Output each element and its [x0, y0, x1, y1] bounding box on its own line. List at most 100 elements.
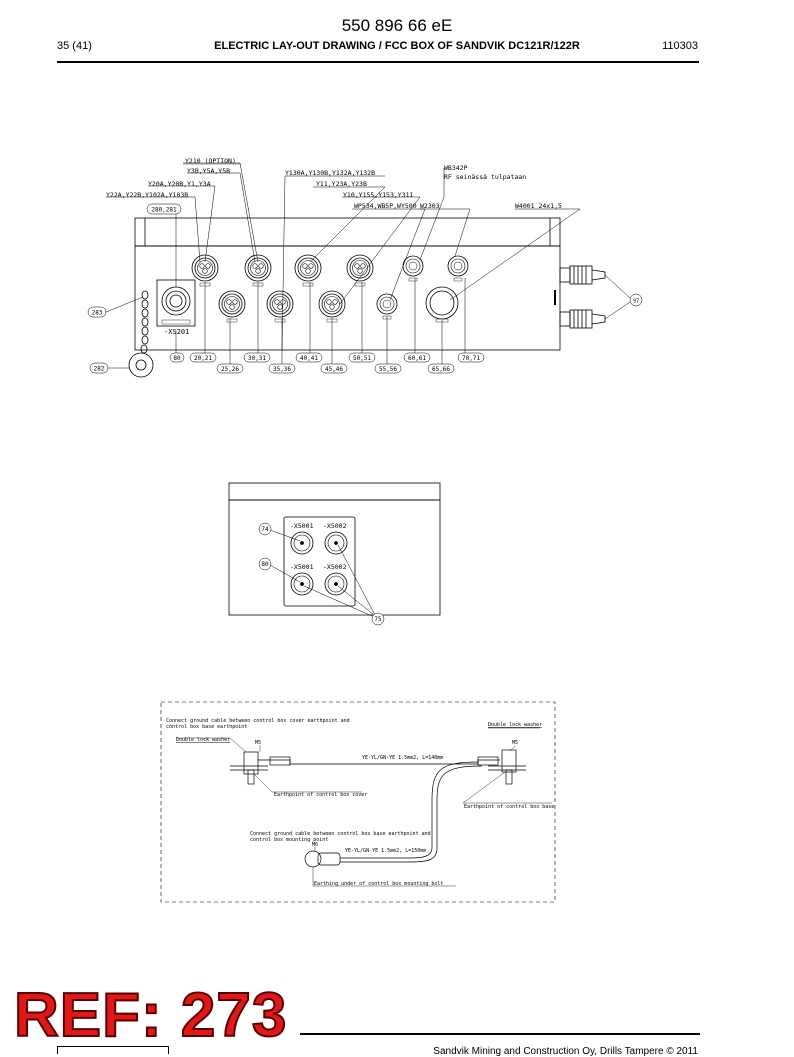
svg-text:75: 75: [374, 616, 382, 623]
label-y130a: Y130A,Y130B,Y132A,Y132B: [285, 169, 375, 177]
svg-text:74: 74: [261, 526, 269, 533]
side-connector-upper: [559, 265, 606, 285]
svg-text:80: 80: [261, 561, 269, 568]
gland-25: [218, 290, 246, 323]
label-x5001-lower: -X5001: [290, 563, 314, 571]
svg-text:45,46: 45,46: [325, 366, 343, 373]
document-number: 550 896 66 eE: [341, 16, 453, 35]
header-rule: [57, 61, 699, 63]
drawing1-callouts: 280,281 283 282 80 20,21 25,26 30,31 35,…: [87, 203, 643, 374]
gland-40: [294, 254, 322, 287]
label-wb342p: WB342P: [444, 164, 468, 172]
callout-75: 75: [371, 612, 385, 626]
fcc-box-bottom-drawing: [228, 482, 441, 617]
note-ground-cable-1-line2: control box base earthpoint: [166, 724, 247, 730]
svg-text:280,281: 280,281: [151, 207, 177, 214]
label-m5-right: M5: [512, 740, 518, 746]
callout-45: 45,46: [320, 363, 348, 374]
label-m6: M6: [312, 842, 318, 848]
svg-text:282: 282: [94, 366, 105, 373]
x5002-lower-connector: [324, 572, 348, 596]
svg-text:35,36: 35,36: [273, 366, 291, 373]
label-y22a: Y22A,Y22B,Y102A,Y103B: [106, 191, 188, 199]
fcc-box-front-drawing: [105, 162, 631, 378]
label-mounting-bolt-earthing: Earthing under of control box mounting b…: [314, 881, 443, 887]
drawing2-labels: -X5001 -X5002 -X5001 -X5002: [290, 522, 347, 571]
detail-frame: [160, 701, 556, 903]
svg-text:97: 97: [633, 299, 639, 305]
gland-70: [447, 255, 469, 282]
label-y10: Y10,Y155,Y153,Y311: [343, 191, 414, 199]
callout-50: 50,51: [348, 352, 376, 363]
footer-copyright: Sandvik Mining and Construction Oy, Dril…: [433, 1046, 698, 1057]
note-ground-cable-1-line1: Connect ground cable between control box…: [166, 718, 350, 724]
callout-283: 283: [87, 306, 107, 318]
callout-97: 97: [629, 293, 643, 307]
label-y11: Y11,Y23A,Y23B: [316, 180, 367, 188]
svg-text:283: 283: [92, 310, 103, 317]
svg-text:50,51: 50,51: [353, 355, 371, 362]
label-double-lock-washer-left: Double lock washer: [176, 737, 230, 743]
ref-stamp: REF: 273: [13, 981, 288, 1050]
label-m5-left: M5: [255, 740, 261, 746]
label-x5002-upper: -X5002: [323, 522, 347, 530]
x5002-upper-connector: [324, 531, 348, 555]
gland-65: [425, 286, 459, 323]
callout-55: 55,56: [374, 363, 402, 374]
gland-30: [244, 254, 272, 287]
page-title: ELECTRIC LAY-OUT DRAWING / FCC BOX OF SA…: [214, 40, 580, 52]
gland-50: [346, 254, 374, 287]
gland-45: [318, 290, 346, 323]
document-date: 110303: [662, 40, 698, 52]
callout-30: 30,31: [243, 352, 271, 363]
drawing3-labels: Connect ground cable between control box…: [166, 718, 554, 887]
callout-282: 282: [89, 362, 109, 374]
label-w2303: W2303: [420, 202, 440, 210]
callout-65: 65,66: [427, 363, 455, 374]
callout-74: 74: [258, 522, 272, 536]
callout-20: 20,21: [189, 352, 217, 363]
svg-text:30,31: 30,31: [248, 355, 266, 362]
label-y20a: Y20A,Y20B,Y1,Y3A: [148, 180, 211, 188]
box-body: [134, 245, 561, 351]
label-double-lock-washer-right: Double lock washer: [488, 722, 542, 728]
callout-40: 40,41: [295, 352, 323, 363]
label-wp534: WP534,WB5P,WY500: [354, 202, 417, 210]
callout-60: 60,61: [403, 352, 431, 363]
label-x5001-upper: -X5001: [290, 522, 314, 530]
box2-lid: [228, 482, 441, 501]
svg-text:25,26: 25,26: [221, 366, 239, 373]
gland-35: [266, 290, 294, 323]
svg-text:60,61: 60,61: [408, 355, 426, 362]
box-lid: [134, 217, 561, 247]
note-ground-cable-2-line1: Connect ground cable between control box…: [250, 831, 431, 837]
callout-80: 80: [169, 352, 185, 363]
svg-text:40,41: 40,41: [300, 355, 318, 362]
footer-rule: [300, 1033, 700, 1035]
callout-25: 25,26: [216, 363, 244, 374]
callout-80-lower: 80: [258, 557, 272, 571]
label-x5002-lower: -X5002: [323, 563, 347, 571]
x5001-lower-connector: [290, 572, 314, 596]
company-logo: [57, 1046, 169, 1054]
label-w4001: W4001 24x1,5: [515, 202, 562, 210]
label-earthpoint-base: Earthpoint of control box base: [464, 804, 554, 810]
label-cable-2-spec: YE-YL/GN-YE 1.5mm2, L=150mm: [345, 848, 426, 854]
drawing1-labels: Y210 (OPTION) Y3B,Y5A,Y5B Y20A,Y20B,Y1,Y…: [106, 157, 562, 336]
protective-cap-chain: [128, 290, 154, 378]
callout-280: 280,281: [146, 203, 182, 215]
gland-55: [376, 293, 398, 320]
label-earthpoint-cover: Earthpoint of control box cover: [274, 792, 367, 798]
side-connector-lower: [559, 309, 606, 329]
svg-text:20,21: 20,21: [194, 355, 212, 362]
x5001-upper-connector: [290, 531, 314, 555]
callout-70: 70,71: [457, 352, 485, 363]
leader-lines: [105, 162, 631, 369]
callout-35: 35,36: [268, 363, 296, 374]
label-rf-note: RF seinässä tulpataan: [444, 173, 526, 181]
gland-20: [191, 254, 219, 287]
box2-body: [228, 499, 441, 616]
label-y3b: Y3B,Y5A,Y5B: [187, 167, 230, 175]
label-y210: Y210 (OPTION): [185, 157, 236, 165]
